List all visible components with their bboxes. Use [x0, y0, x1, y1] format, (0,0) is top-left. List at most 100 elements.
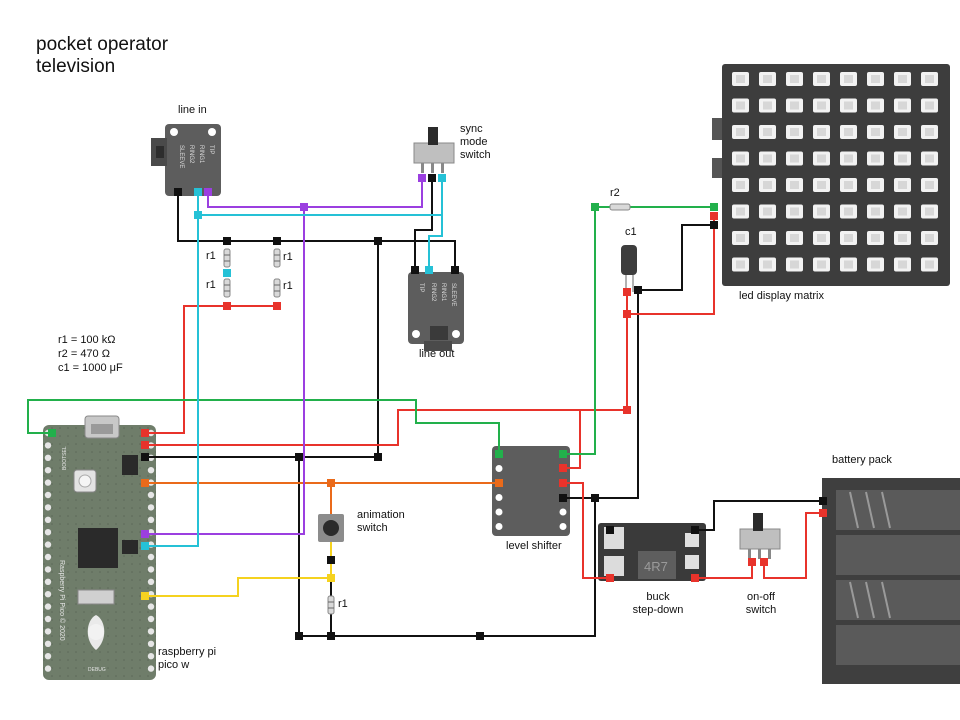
led-cell-core: [790, 181, 799, 189]
junction-node: [710, 212, 718, 220]
legend-r2: r2 = 470 Ω: [58, 348, 110, 360]
animation-switch-label-2: switch: [357, 522, 388, 534]
junction-node: [476, 632, 484, 640]
junction-node: [559, 464, 567, 472]
junction-node: [559, 479, 567, 487]
junction-node: [691, 526, 699, 534]
pico-pin-left: [44, 479, 52, 486]
junction-node: [327, 556, 335, 564]
led-cell-core: [898, 75, 907, 83]
pico-pin-left: [44, 640, 52, 647]
junction-node: [606, 526, 614, 534]
pico-label-1: raspberry pi: [158, 646, 217, 658]
wire-power: [563, 482, 610, 579]
led-cell-core: [871, 75, 880, 83]
led-cell-core: [844, 75, 853, 83]
pico-pin-left: [44, 529, 52, 536]
line-out-label: line out: [419, 348, 455, 360]
pico-pin-left: [44, 665, 52, 672]
pico-label-2: pico w: [158, 659, 190, 671]
wire-ground: [695, 500, 823, 531]
led-cell-core: [763, 260, 772, 269]
junction-node: [606, 574, 614, 582]
led-cell-core: [736, 101, 745, 110]
junction-node: [710, 203, 718, 211]
led-cell-core: [790, 234, 799, 242]
jack-in-label-ring1: RING1: [198, 145, 204, 164]
r2-label: r2: [610, 187, 620, 199]
pico-pin-left: [44, 504, 52, 511]
led-cell-core: [817, 260, 826, 269]
led-cell-core: [871, 128, 880, 136]
led-cell-core: [763, 154, 772, 163]
led-cell-core: [925, 260, 934, 269]
level-shifter-board: [492, 446, 570, 536]
pico-pin-left: [44, 541, 52, 548]
resistor-r1: [223, 278, 231, 298]
led-cells: [732, 72, 938, 272]
buck-converter-board: 4R7: [598, 523, 706, 581]
led-cell-core: [736, 154, 745, 163]
wire-power: [145, 305, 277, 434]
resistor-r1: [273, 248, 281, 268]
level-shifter-hole: [559, 523, 567, 530]
r1-label-e: r1: [338, 598, 348, 610]
junction-node: [591, 203, 599, 211]
wire-ground: [177, 192, 456, 270]
wire-ground: [145, 241, 379, 458]
junction-node: [223, 302, 231, 310]
led-cell-core: [844, 128, 853, 136]
sync-switch-label-3: switch: [460, 149, 491, 161]
led-cell-core: [844, 181, 853, 189]
junction-node: [623, 406, 631, 414]
diagram-title: pocket operator television: [36, 34, 168, 78]
led-cell-core: [871, 154, 880, 163]
pico-pin-left: [44, 615, 52, 623]
led-cell-core: [763, 75, 772, 83]
on-off-switch: [739, 513, 781, 559]
battery-pack: [822, 478, 960, 684]
title-line-2: television: [36, 56, 116, 77]
level-shifter-hole: [559, 508, 567, 516]
sync-mode-switch: [413, 127, 455, 173]
led-cell-core: [817, 101, 826, 110]
resistor-r2: [609, 203, 631, 211]
wire-ground: [298, 457, 596, 637]
debug-text: DEBUG: [88, 667, 106, 673]
junction-nodes: [48, 174, 827, 640]
level-shifter-hole: [495, 508, 503, 516]
junction-node: [559, 494, 567, 502]
onoff-label-1: on-off: [747, 591, 775, 603]
led-cell-core: [736, 128, 745, 136]
led-cell-core: [844, 101, 853, 110]
led-cell-core: [790, 101, 799, 110]
junction-node: [273, 302, 281, 310]
raspberry-pi-pico-board: Raspberry Pi Pico © 2020 BOOTSEL DEBUG: [43, 415, 156, 680]
junction-node: [327, 479, 335, 487]
pico-pin-left: [44, 628, 52, 635]
junction-node: [141, 441, 149, 449]
led-cell-core: [871, 101, 880, 110]
capacitor-c1: [621, 245, 637, 292]
wire-ground: [595, 224, 714, 499]
led-cell-core: [817, 181, 826, 189]
junction-node: [223, 269, 231, 277]
animation-switch-button: [318, 514, 344, 542]
resistors: [223, 203, 631, 615]
junction-node: [194, 188, 202, 196]
r1-label-c: r1: [206, 279, 216, 291]
led-cell-core: [736, 234, 745, 242]
pico-pin-right: [147, 628, 155, 635]
junction-node: [495, 479, 503, 487]
jack-out-label-ring1: RING1: [440, 283, 446, 302]
junction-node: [295, 453, 303, 461]
wire-audio-cyan: [145, 192, 199, 547]
junction-node: [438, 174, 446, 182]
led-cell-core: [763, 234, 772, 242]
pico-pin-right: [147, 603, 155, 610]
wire-audio-purple: [207, 178, 423, 208]
junction-node: [591, 494, 599, 502]
led-cell-core: [898, 234, 907, 242]
resistor-r1: [327, 595, 335, 615]
pico-pin-right: [147, 566, 155, 573]
